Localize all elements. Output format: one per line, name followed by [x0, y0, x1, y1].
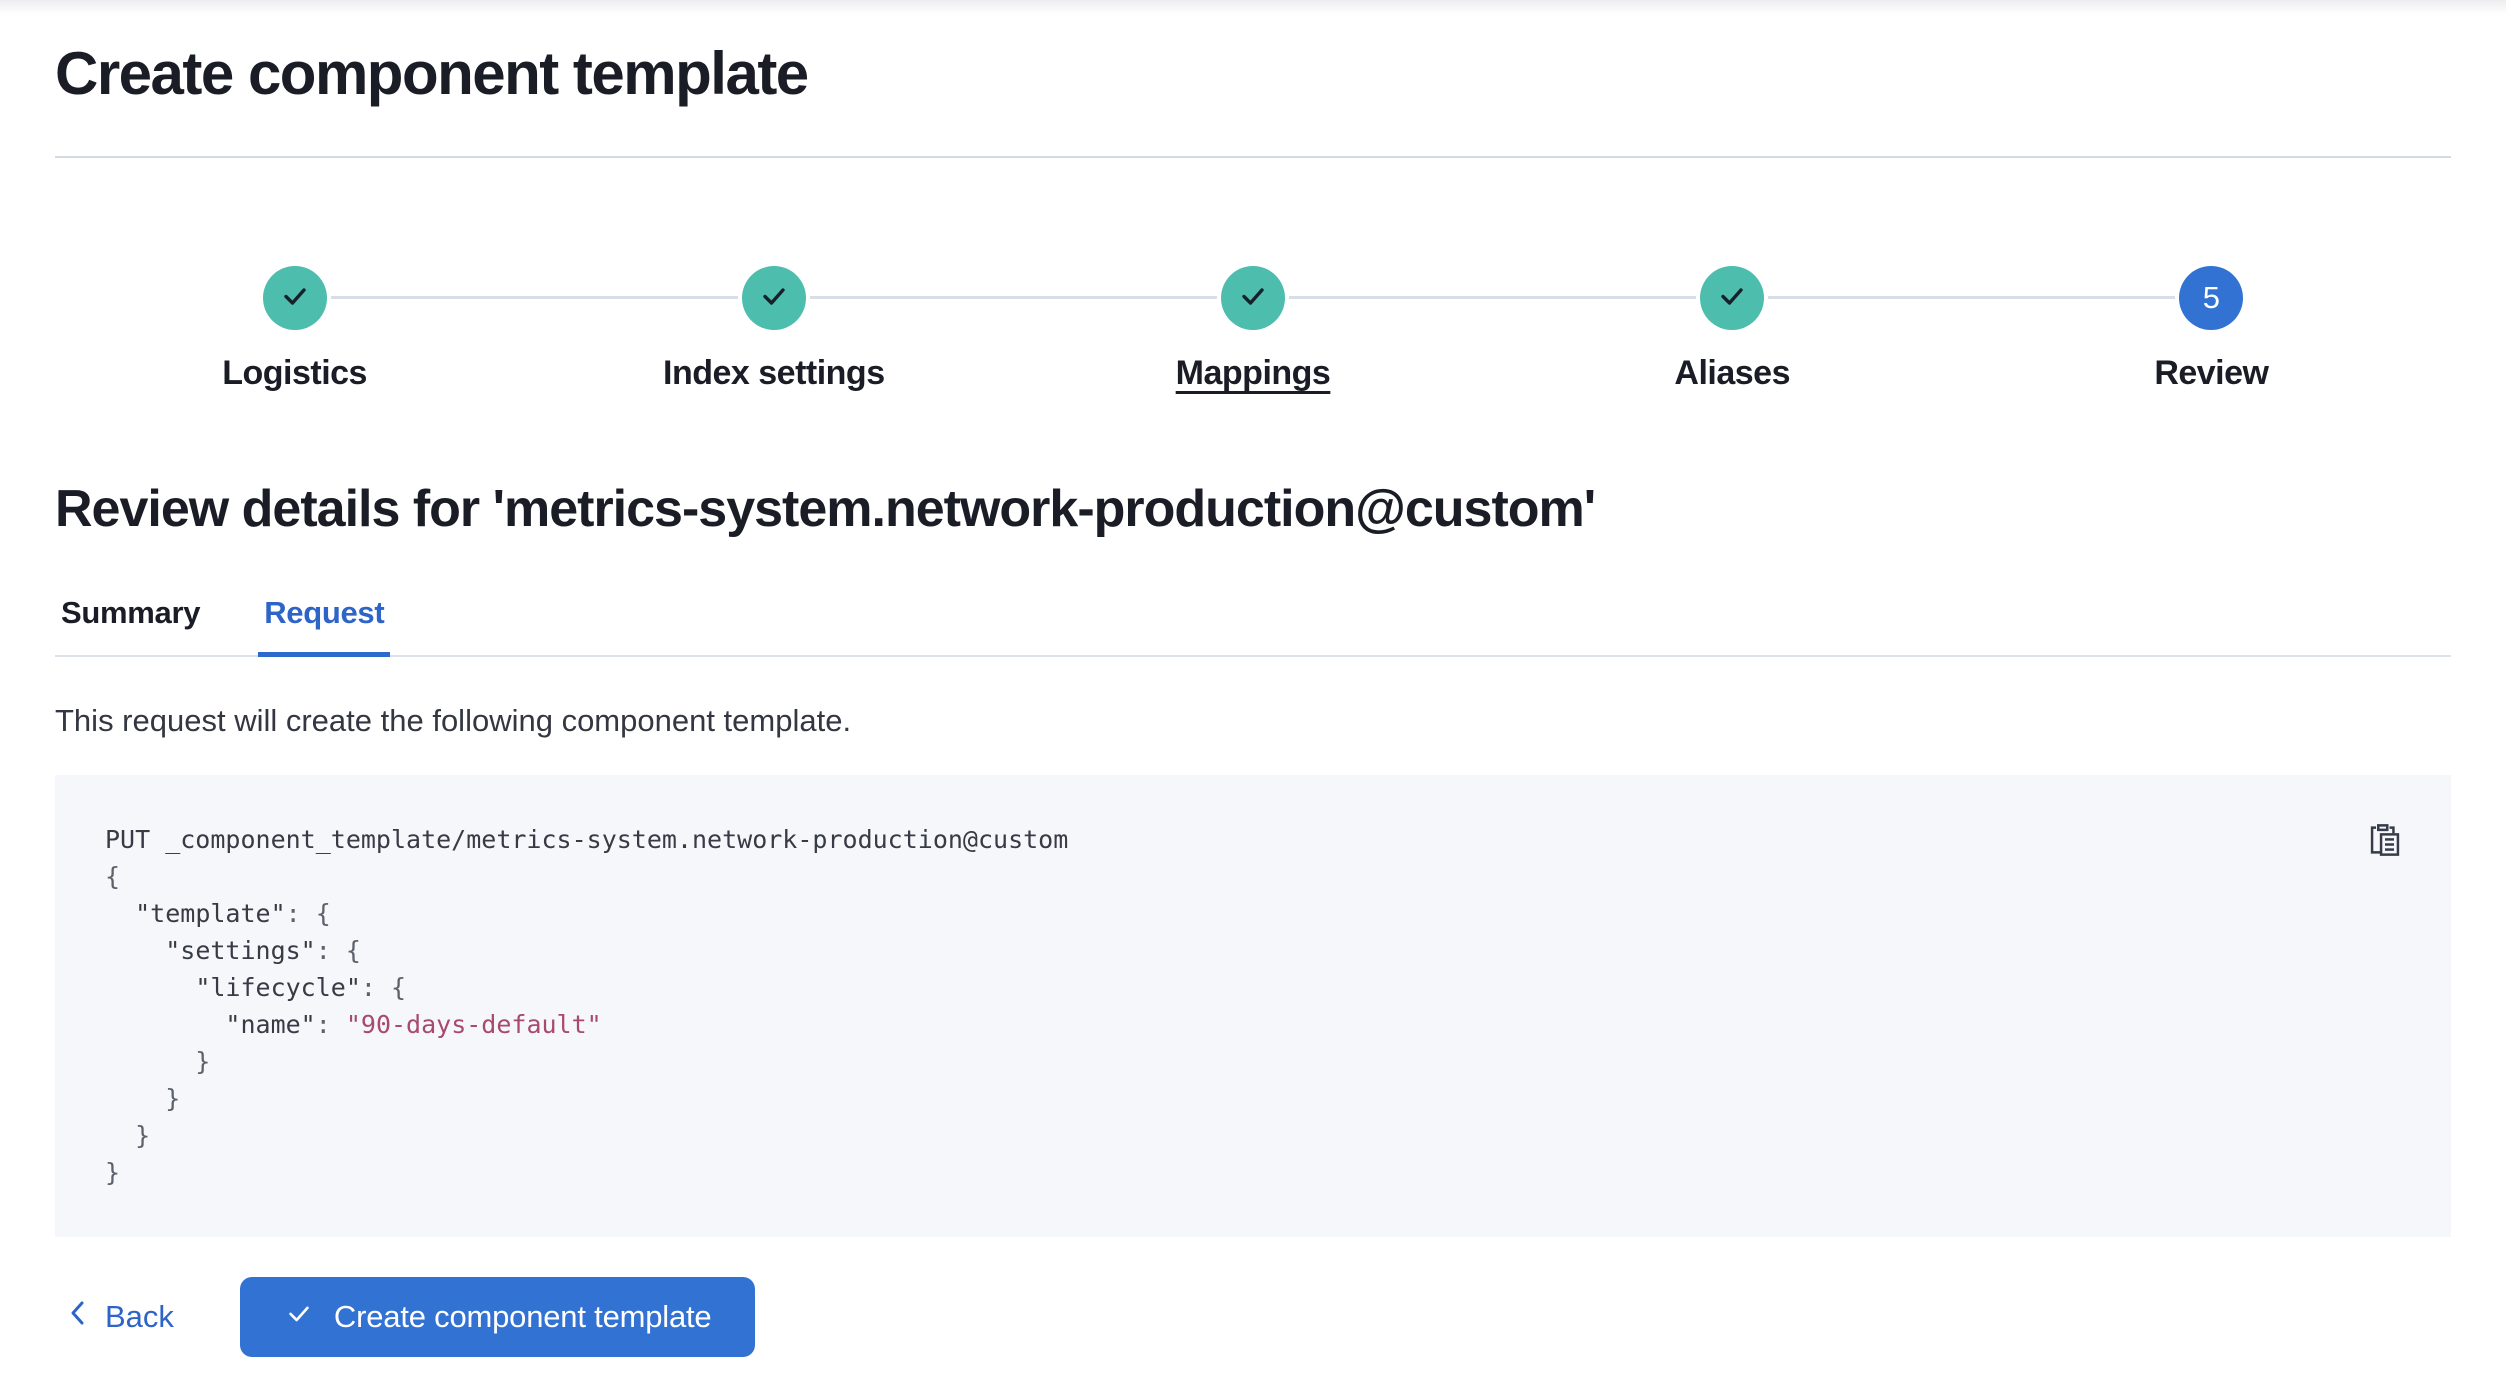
check-icon: [279, 280, 311, 317]
code-line: }: [105, 1158, 121, 1187]
code-line: {: [105, 862, 121, 891]
page-title: Create component template: [55, 40, 809, 107]
step-aliases-label[interactable]: Aliases: [1674, 354, 1790, 392]
copy-clipboard-icon: [2367, 822, 2403, 861]
check-icon: [284, 1298, 314, 1336]
check-icon: [758, 280, 790, 317]
code-line: }: [105, 1047, 211, 1076]
title-divider: [55, 156, 2451, 158]
create-component-template-button[interactable]: Create component template: [239, 1277, 756, 1357]
code-content: PUT _component_template/metrics-system.n…: [105, 821, 2401, 1191]
step-index-settings-label[interactable]: Index settings: [663, 354, 885, 392]
step-mappings-circle[interactable]: [1221, 266, 1285, 330]
tab-summary[interactable]: Summary: [61, 595, 201, 630]
step-review-circle: 5: [2179, 266, 2244, 330]
chevron-left-icon: [65, 1296, 91, 1338]
check-icon: [1716, 280, 1748, 317]
step-aliases-circle[interactable]: [1700, 266, 1765, 330]
create-component-template-page: Create component template Logistics Inde…: [0, 38, 2506, 1357]
code-line: "lifecycle": {: [195, 973, 407, 1002]
step-mappings[interactable]: Mappings: [1013, 266, 1493, 393]
step-mappings-label[interactable]: Mappings: [1175, 354, 1331, 392]
code-line: }: [105, 1084, 181, 1113]
window-top-edge: [0, 0, 2506, 14]
review-heading: Review details for 'metrics-system.netwo…: [55, 480, 1596, 538]
step-logistics-circle[interactable]: [262, 266, 327, 330]
back-button[interactable]: Back: [65, 1296, 174, 1338]
step-index-settings[interactable]: Index settings: [534, 266, 1014, 393]
code-line: PUT _component_template/metrics-system.n…: [105, 825, 1069, 854]
step-review: 5 Review: [1971, 266, 2451, 393]
request-description: This request will create the following c…: [55, 703, 852, 738]
step-logistics[interactable]: Logistics: [55, 266, 535, 393]
tab-request[interactable]: Request: [258, 591, 391, 657]
step-aliases[interactable]: Aliases: [1492, 266, 1973, 393]
step-review-number: 5: [2202, 280, 2221, 315]
copy-to-clipboard-button[interactable]: [2363, 819, 2407, 863]
step-logistics-label[interactable]: Logistics: [222, 354, 367, 392]
code-line: "template": {: [135, 899, 331, 928]
step-indicator: Logistics Index settings Mappings: [55, 266, 2451, 393]
step-review-label: Review: [2154, 354, 2269, 392]
back-button-label: Back: [105, 1299, 174, 1334]
check-icon: [1237, 280, 1269, 317]
step-index-settings-circle[interactable]: [741, 266, 806, 330]
review-tabs: Summary Request: [55, 591, 2451, 657]
create-component-template-button-label: Create component template: [333, 1299, 712, 1334]
code-line: }: [105, 1121, 151, 1150]
code-line: "name": "90-days-default": [225, 1010, 602, 1039]
request-code-block: PUT _component_template/metrics-system.n…: [55, 775, 2451, 1237]
code-line: "settings": {: [165, 936, 361, 965]
wizard-footer: Back Create component template: [55, 1277, 2451, 1357]
